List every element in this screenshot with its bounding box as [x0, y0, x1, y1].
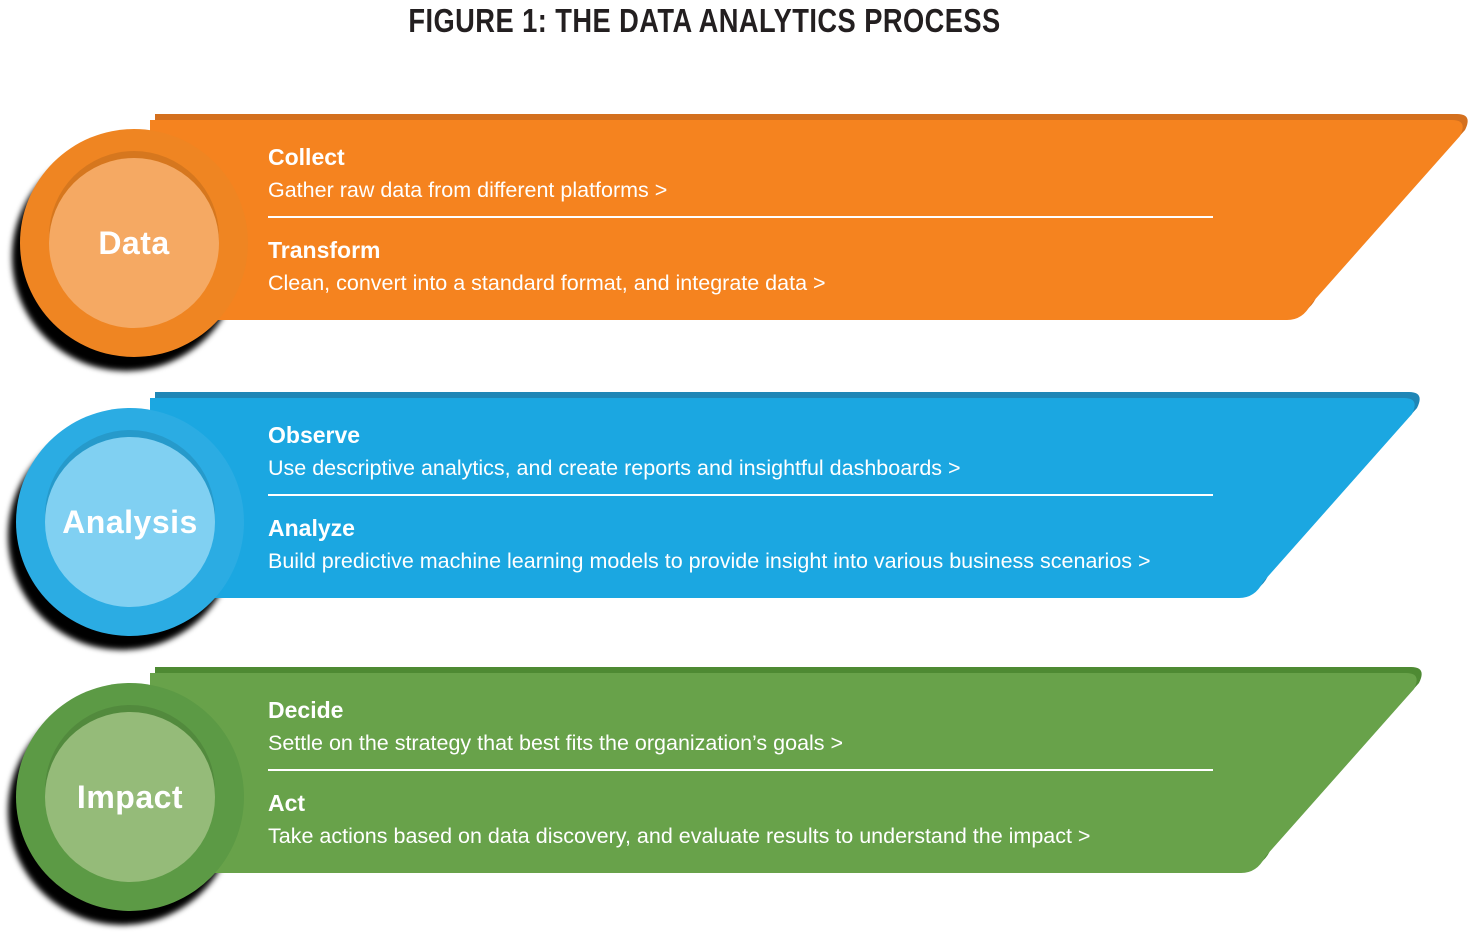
data-circle-inner: Data	[49, 158, 219, 328]
step-title-observe: Observe	[268, 422, 361, 448]
step-title-act: Act	[268, 790, 306, 816]
analysis-circle-inner: Analysis	[45, 437, 215, 607]
impact-circle: Impact	[16, 683, 244, 911]
step-title-decide: Decide	[268, 697, 344, 723]
data-banner-shape	[150, 114, 1468, 320]
data-step-divider	[268, 216, 1213, 218]
data-banner-front	[150, 120, 1463, 320]
step-desc-observe: Use descriptive analytics, and create re…	[268, 456, 961, 480]
impact-banner-text: Decide Settle on the strategy that best …	[268, 673, 1215, 878]
impact-banner-front	[150, 673, 1417, 873]
step-title-collect: Collect	[268, 144, 345, 170]
step-desc-collect: Gather raw data from different platforms…	[268, 178, 668, 202]
impact-circle-inner: Impact	[45, 712, 215, 882]
figure-title-text: FIGURE 1: THE DATA ANALYTICS PROCESS	[408, 2, 1002, 40]
analysis-banner-text: Observe Use descriptive analytics, and c…	[268, 398, 1215, 603]
impact-circle-label: Impact	[76, 778, 184, 815]
step-desc-decide: Settle on the strategy that best fits th…	[268, 731, 844, 755]
step-desc-act: Take actions based on data discovery, an…	[268, 824, 1091, 848]
data-circle-label: Data	[98, 224, 170, 261]
analysis-circle: Analysis	[16, 408, 244, 636]
analysis-banner-shape	[150, 392, 1420, 598]
step-title-transform: Transform	[268, 237, 381, 263]
analysis-step-divider	[268, 494, 1213, 496]
step-title-analyze: Analyze	[268, 515, 355, 541]
data-banner-text: Collect Gather raw data from different p…	[268, 120, 1215, 325]
impact-banner-shape	[150, 667, 1422, 873]
impact-step-divider	[268, 769, 1213, 771]
data-circle: Data	[20, 129, 248, 357]
analysis-banner-front	[150, 398, 1415, 598]
step-desc-transform: Clean, convert into a standard format, a…	[268, 271, 826, 295]
figure-title: FIGURE 1: THE DATA ANALYTICS PROCESS	[0, 2, 1410, 40]
step-desc-analyze: Build predictive machine learning models…	[268, 549, 1151, 573]
analysis-circle-label: Analysis	[62, 503, 198, 540]
